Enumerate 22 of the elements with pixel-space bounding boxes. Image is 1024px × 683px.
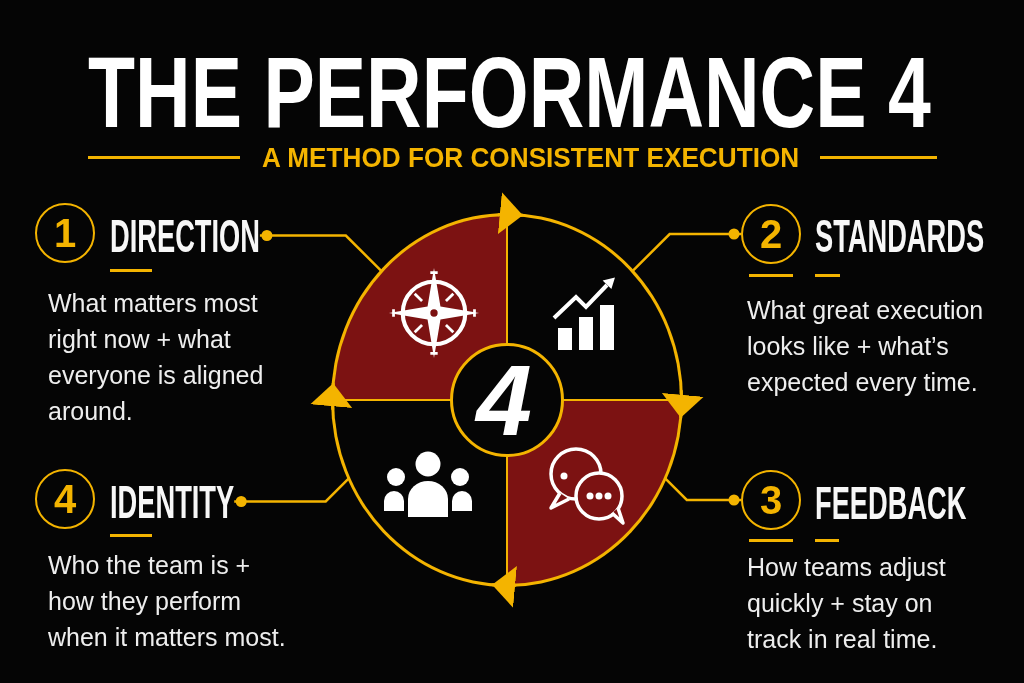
leader-line: [631, 228, 741, 272]
cycle-arrow: [310, 383, 353, 410]
step-number: 2: [741, 204, 801, 264]
leader-line: [234, 477, 350, 507]
step-heading: IDENTITY: [110, 478, 235, 525]
leader-line: [259, 230, 383, 272]
step-description: How teams adjust quickly + stay on track in real time.: [747, 552, 947, 655]
cycle-arrow: [492, 565, 517, 608]
step-heading: DIRECTION: [110, 212, 260, 259]
step-number: 3: [741, 470, 801, 530]
cycle-arrow: [661, 390, 704, 418]
leader-line: [664, 477, 741, 506]
step-description: Who the team is + how they perform when it matters most.: [48, 550, 287, 653]
step-description: What matters most right now + what everyone is aligned around.: [48, 288, 265, 427]
step-heading: FEEDBACK: [815, 479, 967, 526]
step-heading: STANDARDS: [815, 212, 985, 259]
step-number: 4: [35, 469, 95, 529]
step-description: What great execution looks like + what’s expected every time.: [747, 295, 985, 398]
subtitle: A METHOD FOR CONSISTENT EXECUTION: [262, 144, 800, 172]
title: THE PERFORMANCE 4: [88, 42, 931, 142]
cycle-arrow: [497, 192, 523, 235]
step-number: 1: [35, 203, 95, 263]
